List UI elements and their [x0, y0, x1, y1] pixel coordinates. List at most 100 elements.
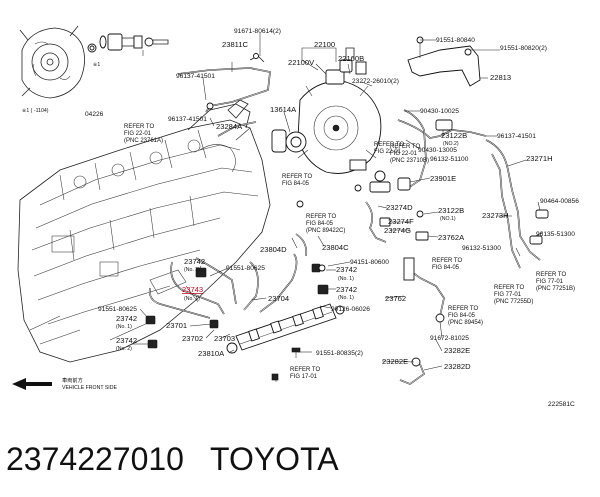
part-label-p9: 23272-26010(2): [352, 78, 399, 85]
part-label-p5: 23284A: [216, 122, 243, 131]
part-label-p57: 91672-81025: [430, 335, 469, 342]
part-label-p59: 23282E: [382, 357, 408, 366]
upper-pipes: [177, 53, 271, 137]
part-label-p44: 23742: [184, 257, 205, 266]
refer-note-r1: REFER TO FIG 22-01 (PNC 23761A): [124, 124, 163, 144]
pipe-clamps: [145, 263, 329, 349]
vehicle-front-label: VEHICLE FRONT SIDE: [62, 385, 117, 391]
brand-name: TOYOTA: [209, 441, 339, 477]
part-label-p47: 91551-80625: [98, 306, 137, 313]
svg-text:FIG 77-01: FIG 77-01: [494, 292, 522, 298]
part-label-p53: 23742: [116, 336, 137, 345]
vehicle-front-label-jp: 車両前方: [62, 376, 83, 384]
highlighted-part-label[interactable]: 23743: [182, 285, 203, 294]
part-caption: 2374227010 TOYOTA: [6, 438, 596, 480]
svg-text:(PNC 23761A): (PNC 23761A): [124, 138, 163, 144]
svg-text:(PNC 89422C): (PNC 89422C): [306, 228, 345, 234]
svg-text:FIG 84-05: FIG 84-05: [306, 221, 334, 227]
part-label-p42: (No. 1): [184, 296, 200, 302]
part-label-p15: 90430-13005: [418, 147, 457, 154]
svg-text:(PNC 77255D): (PNC 77255D): [494, 299, 533, 305]
part-label-p32: 23804D: [260, 245, 287, 254]
inset-mark-label: ※1: [93, 62, 100, 68]
part-label-p50: 23701: [166, 321, 187, 330]
part-label-p36: (No. 1): [338, 276, 354, 282]
part-label-p38: (No. 1): [338, 295, 354, 301]
engine-block-illustration: [17, 103, 271, 363]
svg-text:(PNC 23710B): (PNC 23710B): [390, 158, 429, 164]
part-label-p13: 13614A: [270, 105, 297, 114]
refer-note-r8: REFER TO FIG 77-01 (PNC 77251B): [536, 272, 575, 292]
vehicle-front-arrow-icon: [12, 378, 52, 390]
part-label-p46: 23704: [268, 294, 289, 303]
part-label-p28: 23273H: [482, 211, 509, 220]
part-label-p20: 23271H: [526, 154, 553, 163]
part-label-p40: 90126-06026: [331, 306, 370, 313]
svg-text:FIG 17-01: FIG 17-01: [290, 374, 318, 380]
svg-text:FIG 84-05: FIG 84-05: [282, 181, 310, 187]
part-label-p31: 96132-51300: [462, 245, 501, 252]
refer-note-r9: REFER TO FIG 84-05 (PNC 89454): [448, 306, 483, 326]
svg-text:REFER TO: REFER TO: [306, 214, 336, 220]
part-label-p1: 91671-80614(2): [234, 28, 281, 35]
part-label-p39: 23762: [385, 294, 406, 303]
part-label-p55: 23810A: [198, 349, 225, 358]
inset-note-label: ※1 ( -1104): [22, 108, 49, 114]
svg-text:REFER TO: REFER TO: [448, 306, 478, 312]
part-label-p3: 96137-41501: [176, 73, 215, 80]
svg-text:(PNC 89454): (PNC 89454): [448, 320, 483, 326]
part-label-p19: 96137-41501: [497, 133, 536, 140]
svg-text:REFER TO: REFER TO: [374, 142, 404, 148]
part-label-p14: 90430-10025: [420, 108, 459, 115]
part-label-p12: 22813: [490, 73, 511, 82]
svg-text:FIG 22-01: FIG 22-01: [374, 149, 402, 155]
svg-text:REFER TO: REFER TO: [432, 258, 462, 264]
part-label-p29: 90464-00856: [540, 198, 579, 205]
svg-text:REFER TO: REFER TO: [494, 285, 524, 291]
part-label-p56: 91551-80835(2): [316, 350, 363, 357]
svg-text:FIG 22-01: FIG 22-01: [390, 151, 418, 157]
svg-text:REFER TO: REFER TO: [124, 124, 154, 130]
common-rail-illustration: [226, 303, 345, 381]
part-label-p60: 23282D: [444, 362, 471, 371]
injection-pipes: [148, 233, 308, 319]
part-label-p2: 23811C: [222, 40, 249, 49]
part-label-p49: (No. 1): [116, 324, 132, 330]
refer-note-r7: REFER TO FIG 77-01 (PNC 77255D): [494, 285, 533, 305]
part-label-p16: 96132-51100: [430, 156, 469, 163]
inset-pump-illustration: [19, 25, 169, 99]
part-label-p30: 96135-51300: [536, 231, 575, 238]
part-label-p8: 22160B: [338, 54, 364, 63]
refer-note-r4: REFER TO FIG 84-05: [282, 174, 312, 187]
supply-pump-illustration: [271, 47, 386, 182]
figure-code: 222581C: [548, 401, 575, 408]
part-label-p27: 23762A: [438, 233, 465, 242]
exploded-view-drawing: ※1 ( -1104) 04226 ※1: [12, 25, 579, 408]
refer-note-r3: REFER TO FIG 22-01: [374, 142, 404, 155]
part-label-p48: 23742: [116, 314, 137, 323]
svg-text:FIG 77-01: FIG 77-01: [536, 279, 564, 285]
part-number: 2374227010: [6, 441, 184, 477]
hose-parts: [296, 184, 429, 272]
part-label-p6: 22100: [314, 40, 335, 49]
part-label-p45: (No. 2): [184, 267, 200, 273]
part-label-p17: 23122B: [441, 131, 467, 140]
svg-text:REFER TO: REFER TO: [282, 174, 312, 180]
bracket-illustration: [407, 36, 481, 87]
part-label-04226: 04226: [85, 111, 104, 118]
svg-text:REFER TO: REFER TO: [390, 144, 420, 150]
part-label-p26: (NO.1): [440, 216, 456, 222]
leader-lines: [132, 33, 544, 382]
part-label-p58: 23282E: [444, 346, 470, 355]
part-label-p34: 94151-80600: [350, 259, 389, 266]
refer-note-r5: REFER TO FIG 84-05 (PNC 89422C): [306, 214, 345, 234]
part-label-p35: 23742: [336, 265, 357, 274]
part-label-p7: 22100V: [288, 58, 315, 67]
part-label-p11: 91551-80820(2): [500, 45, 547, 52]
part-label-p52: 23703: [214, 334, 235, 343]
part-label-p43: 91551-80625: [226, 265, 265, 272]
part-label-p33: 23804C: [322, 243, 349, 252]
svg-text:REFER TO: REFER TO: [290, 367, 320, 373]
part-label-p21: 23901E: [430, 174, 456, 183]
